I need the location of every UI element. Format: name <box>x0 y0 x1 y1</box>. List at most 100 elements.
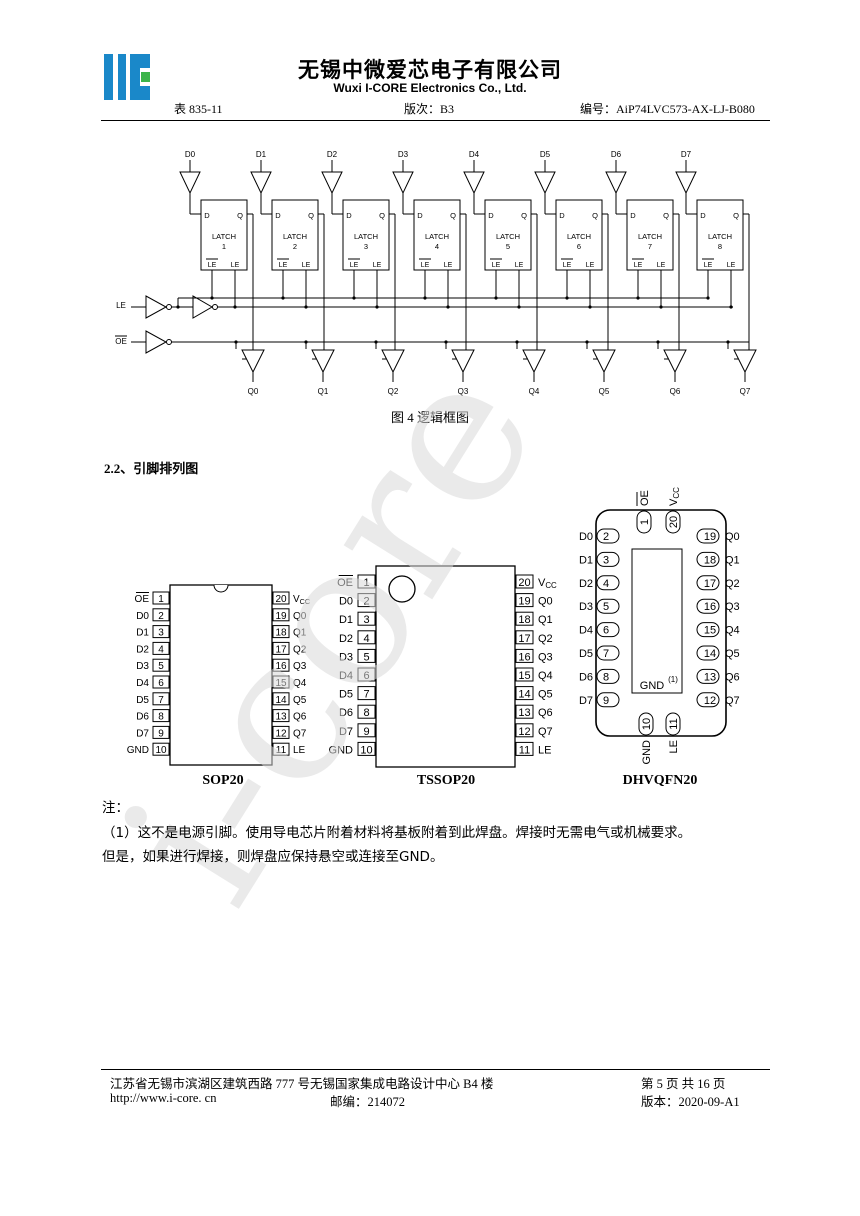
pin-number: 5 <box>158 661 164 672</box>
tssop20-pin-14 <box>515 686 534 701</box>
pin-number: 8 <box>603 671 609 683</box>
pin-number: 1 <box>158 594 164 605</box>
section-title: 2.2、引脚排列图 <box>104 461 199 476</box>
output-buffer <box>663 349 687 374</box>
tssop20-label: TSSOP20 <box>416 773 476 788</box>
latch-pin-le-bar: LE <box>704 262 713 269</box>
latch-pin-q: Q <box>592 211 598 220</box>
input-buffer <box>250 171 272 195</box>
input-label-d6: D6 <box>611 150 622 159</box>
latch-number: 8 <box>718 242 722 251</box>
latch-pin-le: LE <box>586 262 595 269</box>
output-label-q0: Q0 <box>248 387 259 396</box>
input-label-d0: D0 <box>185 150 196 159</box>
pin-number: 17 <box>518 633 530 645</box>
pin-number: 8 <box>363 707 369 719</box>
latch-number: 6 <box>577 242 581 251</box>
tssop20-pin-11 <box>515 741 534 756</box>
junction-dot <box>423 296 427 300</box>
pin-name-q4: Q4 <box>725 625 740 637</box>
sop20-pin-15 <box>272 675 290 689</box>
latch-pin-le-bar: LE <box>279 262 288 269</box>
latch-number: 3 <box>364 242 368 251</box>
pin-number: 6 <box>363 670 369 682</box>
pin-number: 12 <box>275 728 287 739</box>
junction-dot <box>656 340 660 344</box>
pin-number: 2 <box>363 596 369 608</box>
latch-pin-le: LE <box>302 262 311 269</box>
input-buffer <box>463 171 485 195</box>
pin-number: 9 <box>603 695 609 707</box>
pin-number: 14 <box>704 648 716 660</box>
dhvqfn20-pin-6 <box>596 622 620 638</box>
latch-title: LATCH <box>354 232 378 241</box>
junction-dot <box>233 305 237 309</box>
junction-dot <box>210 296 214 300</box>
footer-postcode: 邮编：214072 <box>330 1095 406 1109</box>
junction-dot <box>374 340 378 344</box>
latch-pin-d: D <box>630 211 636 220</box>
company-name-cn: 无锡中微爱芯电子有限公司 <box>298 57 562 82</box>
dhvqfn20-pin-3 <box>596 551 620 567</box>
pin-number: 20 <box>275 594 287 605</box>
latch-7 <box>626 199 674 271</box>
pin-number: 16 <box>518 651 530 663</box>
pin-number: 9 <box>363 726 369 738</box>
pin-name-d6: D6 <box>579 671 593 683</box>
tssop20-pin-8 <box>357 704 376 719</box>
junction-dot <box>375 305 379 309</box>
pin-number: 19 <box>518 596 530 608</box>
tssop20-pin-3 <box>357 611 376 626</box>
pin-number: 9 <box>158 728 164 739</box>
pin-number: 10 <box>641 718 653 730</box>
pin-name-d4: D4 <box>136 678 149 689</box>
pin-name-q5: Q5 <box>538 689 553 701</box>
latch-pin-q: Q <box>450 211 456 220</box>
pin-name-d6: D6 <box>136 712 149 723</box>
latch-pin-le: LE <box>444 262 453 269</box>
pin-number: 5 <box>603 601 609 613</box>
latch-pin-le: LE <box>727 262 736 269</box>
sop20-pin-3 <box>152 625 170 639</box>
pin-number: 13 <box>518 707 530 719</box>
sop20-pin-11 <box>272 742 290 756</box>
input-buffer <box>392 171 414 195</box>
sop20-pin-6 <box>152 675 170 689</box>
footer-website[interactable]: http://www.i-core. cn <box>110 1091 217 1105</box>
junction-dot <box>636 296 640 300</box>
junction-dot <box>281 296 285 300</box>
dhvqfn20-pin-14 <box>696 645 720 661</box>
latch-pin-le: LE <box>231 262 240 269</box>
dhvqfn20-pin-19 <box>696 528 720 544</box>
pin-name-vcc: VCC <box>668 487 681 506</box>
tssop20-pin-18 <box>515 611 534 626</box>
pin-name-d2: D2 <box>136 644 149 655</box>
input-buffer <box>179 171 201 195</box>
latch-title: LATCH <box>567 232 591 241</box>
pin-name-vcc: VCC <box>293 594 310 606</box>
latch-title: LATCH <box>283 232 307 241</box>
latch-pin-le: LE <box>657 262 666 269</box>
junction-dot <box>234 340 238 344</box>
output-label-q7: Q7 <box>740 387 751 396</box>
tssop20-pin-16 <box>515 648 534 663</box>
latch-number: 4 <box>435 242 439 251</box>
pin-name-d3: D3 <box>339 651 353 663</box>
pin-name-q0: Q0 <box>725 531 740 543</box>
exposed-pad-label: GND <box>640 680 665 692</box>
tssop20-pin-19 <box>515 593 534 608</box>
latch-number: 2 <box>293 242 297 251</box>
pin-name-le: LE <box>293 745 306 756</box>
pin-number: 4 <box>603 578 609 590</box>
pin-name-d3: D3 <box>136 661 149 672</box>
sop20-pin-9 <box>152 725 170 739</box>
latch-pin-q: Q <box>308 211 314 220</box>
dhvqfn20-pin-2 <box>596 528 620 544</box>
pin-number: 12 <box>518 726 530 738</box>
input-label-d1: D1 <box>256 150 267 159</box>
junction-dot <box>176 305 180 309</box>
latch-pin-q: Q <box>237 211 243 220</box>
sop20-label: SOP20 <box>202 773 244 788</box>
latch-pin-q: Q <box>663 211 669 220</box>
junction-dot <box>494 296 498 300</box>
